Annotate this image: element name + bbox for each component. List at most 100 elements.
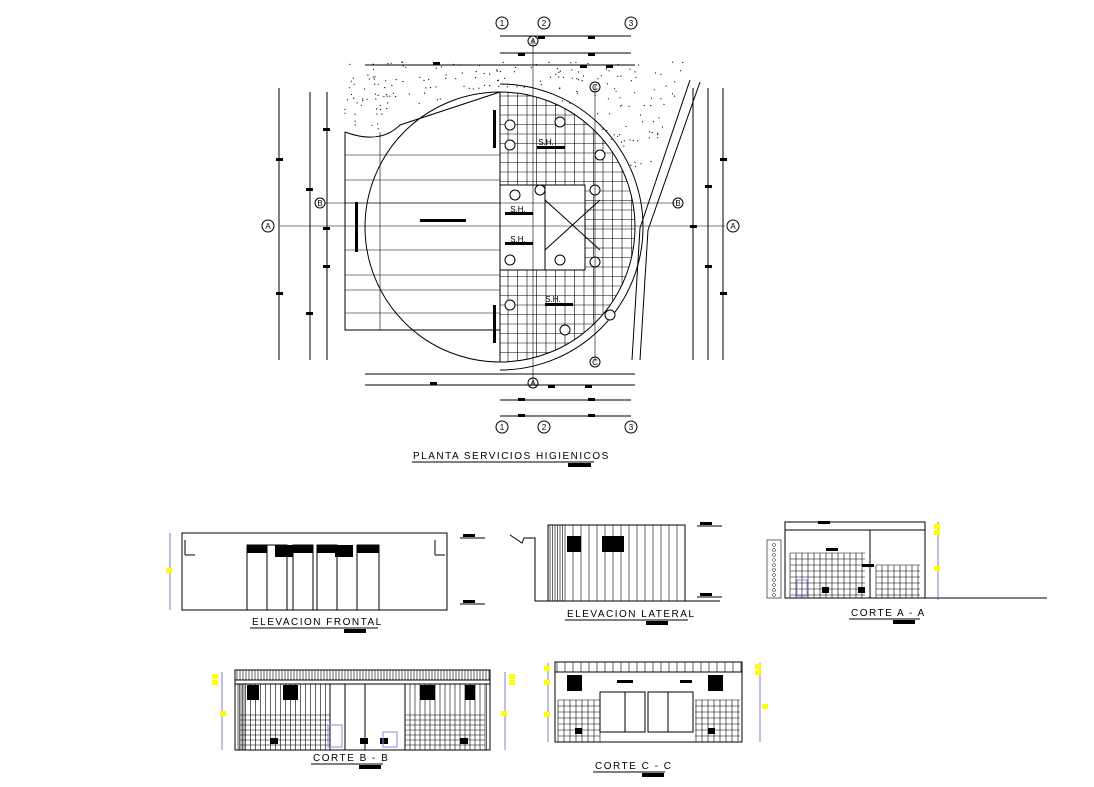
terrain-dot xyxy=(621,104,623,106)
terrain-dot xyxy=(614,88,616,90)
drawing-block xyxy=(355,202,358,252)
svg-text:2: 2 xyxy=(542,19,547,28)
terrain-dot xyxy=(377,94,379,96)
terrain-dot xyxy=(587,62,589,65)
terrain-dot xyxy=(389,95,391,97)
terrain-dot xyxy=(650,105,652,107)
terrain-dot xyxy=(498,85,500,87)
drawing-block xyxy=(323,265,330,268)
terrain-dot xyxy=(657,137,659,139)
section-c-c: CORTE C - C xyxy=(544,661,768,777)
terrain-dot xyxy=(629,139,631,141)
terrain-dot xyxy=(440,66,443,68)
drawing-block xyxy=(430,382,437,385)
drawing-block xyxy=(306,188,313,191)
terrain-dot xyxy=(390,62,392,64)
drawing-block xyxy=(247,545,267,553)
terrain-dot xyxy=(408,93,410,95)
terrain-hatch xyxy=(344,61,684,168)
terrain-dot xyxy=(658,117,660,119)
stone-hatch xyxy=(772,563,776,567)
stone-hatch xyxy=(772,548,776,552)
toilet xyxy=(382,731,398,748)
axis-3-top: 3 xyxy=(624,16,638,30)
drawing-block xyxy=(588,36,595,39)
terrain-dot xyxy=(558,76,560,78)
title-corte-a-a: CORTE A - A xyxy=(851,608,926,619)
terrain-dot xyxy=(672,61,674,63)
terrain-dot xyxy=(468,87,470,89)
terrain-dot xyxy=(354,120,356,122)
terrain-dot xyxy=(405,66,407,68)
terrain-dot xyxy=(395,79,397,81)
drawing-block xyxy=(360,738,368,744)
terrain-dot xyxy=(478,87,480,89)
terrain-dot xyxy=(663,103,665,105)
title-elevacion-frontal: ELEVACION FRONTAL xyxy=(252,617,383,628)
drawing-block xyxy=(463,600,475,603)
terrain-dot xyxy=(391,84,393,87)
terrain-dot xyxy=(381,113,383,115)
terrain-dot xyxy=(620,75,622,77)
terrain-dot xyxy=(374,76,376,78)
terrain-dot xyxy=(349,63,351,65)
terrain-dot xyxy=(367,74,369,76)
stone-hatch xyxy=(772,578,776,582)
scale-tag xyxy=(568,463,591,467)
toilet xyxy=(327,724,343,748)
fixture xyxy=(594,149,606,161)
drawing-block xyxy=(420,219,466,222)
terrain-dot xyxy=(581,80,583,82)
drawing-block xyxy=(862,564,874,567)
terrain-dot xyxy=(660,98,662,100)
terrain-dot xyxy=(344,108,346,110)
terrain-dot xyxy=(559,70,561,72)
terrain-dot xyxy=(619,97,621,99)
terrain-dot xyxy=(523,86,525,88)
terrain-dot xyxy=(625,125,627,128)
stall xyxy=(544,184,586,271)
terrain-dot xyxy=(649,131,651,133)
terrain-dot xyxy=(513,71,516,73)
terrain-dot xyxy=(362,100,364,102)
terrain-dot xyxy=(489,85,491,87)
section-marker-b-right: B xyxy=(672,197,684,209)
terrain-dot xyxy=(356,102,358,104)
terrain-dot xyxy=(641,121,644,123)
section-marker-a-bottom: A xyxy=(527,377,539,389)
terrain-dot xyxy=(629,68,631,70)
terrain-dot xyxy=(617,135,619,137)
terrain-dot xyxy=(445,77,447,79)
drawing-block xyxy=(575,728,582,734)
terrain-dot xyxy=(401,61,403,63)
terrain-dot xyxy=(502,61,504,64)
drawing-block xyxy=(708,728,715,734)
svg-text:A: A xyxy=(265,222,271,231)
terrain-dot xyxy=(577,71,580,73)
terrain-dot xyxy=(376,108,378,110)
section-marker-c-bottom: C xyxy=(589,356,601,368)
terrain-dot xyxy=(395,96,397,98)
stone-hatch xyxy=(772,588,776,592)
title-elevacion-lateral: ELEVACION LATERAL xyxy=(567,609,696,620)
terrain-dot xyxy=(575,61,577,63)
terrain-dot xyxy=(386,95,388,97)
section-marker-a-left: A xyxy=(261,219,275,233)
terrain-dot xyxy=(352,97,355,99)
drawing-block xyxy=(720,158,727,161)
svg-text:A: A xyxy=(730,222,736,231)
drawing-block xyxy=(585,385,592,388)
drawing-block xyxy=(493,110,496,148)
terrain-dot xyxy=(643,104,645,107)
drawing-block xyxy=(588,398,595,401)
terrain-dot xyxy=(632,139,634,142)
terrain-dot xyxy=(504,77,506,79)
drawing-block xyxy=(323,128,330,131)
drawing-block xyxy=(818,521,830,524)
drawing-block xyxy=(690,225,697,228)
drawing-block xyxy=(858,587,865,593)
terrain-dot xyxy=(472,88,474,90)
terrain-dot xyxy=(570,62,572,64)
terrain-dot xyxy=(558,71,560,73)
stall-door xyxy=(624,691,646,733)
